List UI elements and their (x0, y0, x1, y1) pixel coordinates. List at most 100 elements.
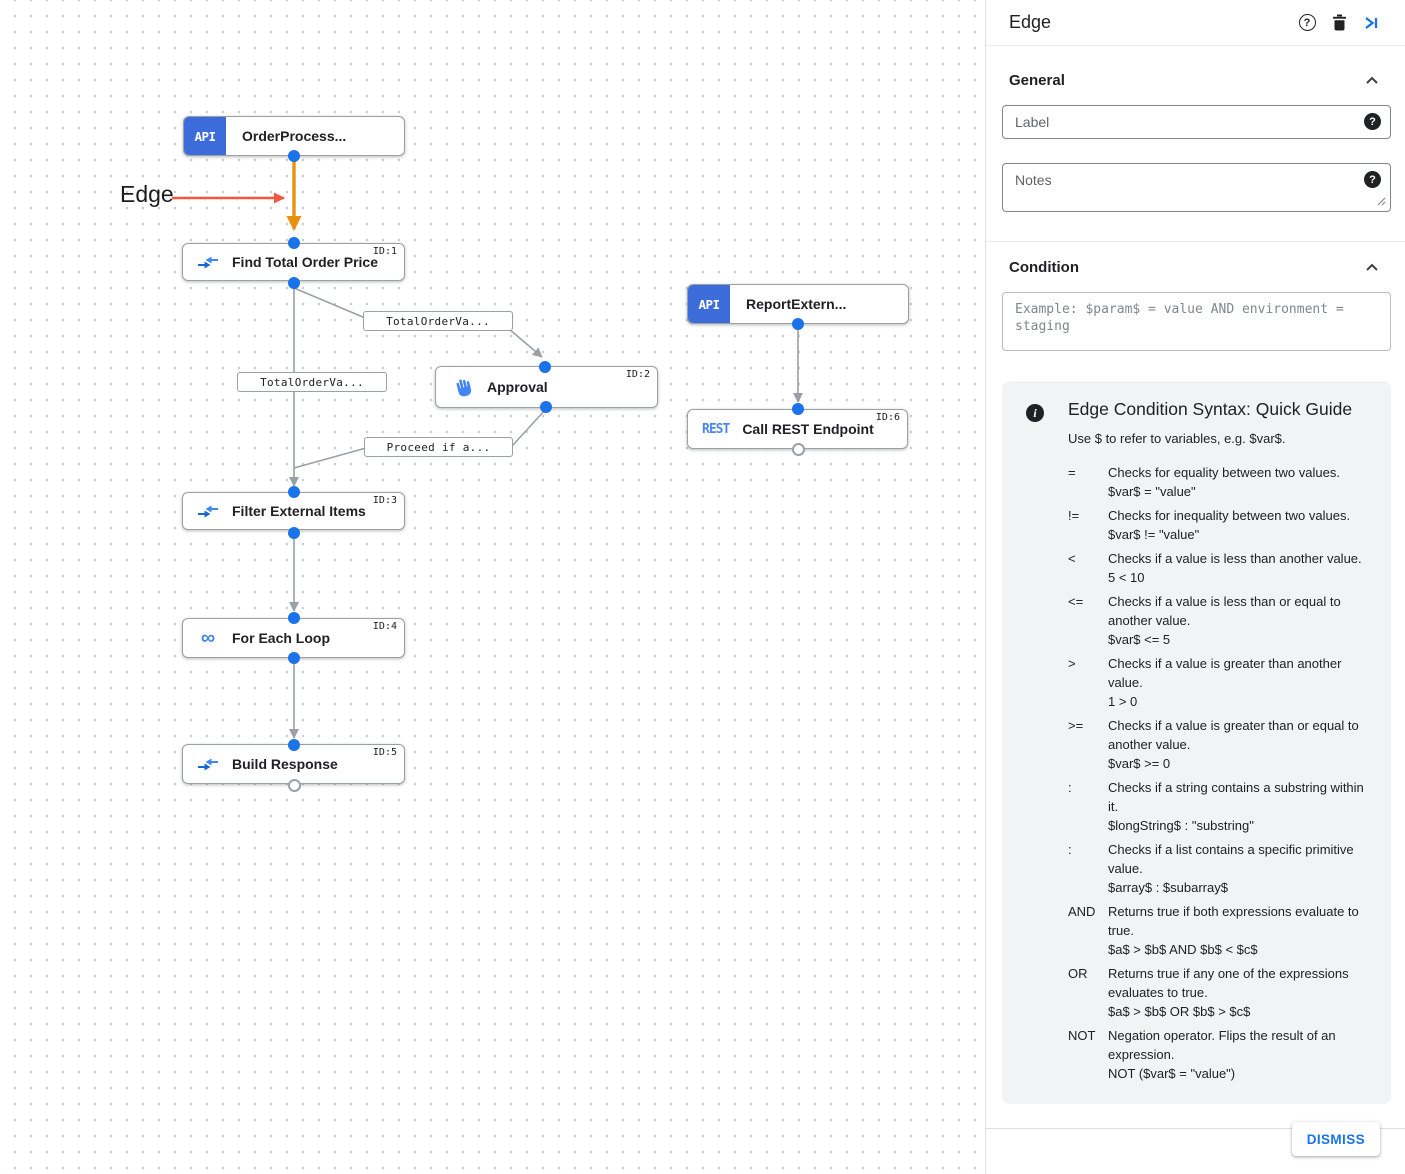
node-id-badge: ID:5 (372, 747, 397, 758)
guide-operator: AND (1068, 904, 1096, 919)
divider (986, 45, 1405, 46)
connection-port[interactable] (539, 361, 551, 373)
guide-example: 1 > 0 (1108, 694, 1138, 709)
guide-example: $array$ : $subarray$ (1108, 880, 1228, 895)
guide-desc: Checks if a value is greater than anothe… (1108, 656, 1342, 690)
data-mapping-icon (197, 758, 219, 771)
node-label: Filter External Items (232, 503, 366, 519)
connection-port-end[interactable] (288, 779, 301, 792)
connection-port-end[interactable] (792, 443, 805, 456)
guide-row: != Checks for inequality between two val… (1068, 506, 1377, 544)
guide-operator: NOT (1068, 1028, 1096, 1043)
guide-row: : Checks if a list contains a specific p… (1068, 840, 1377, 897)
loop-icon: ∞ (197, 628, 219, 648)
guide-desc: Returns true if any one of the expressio… (1108, 966, 1349, 1000)
connection-port[interactable] (288, 612, 300, 624)
general-section-header: General (1002, 72, 1391, 89)
connection-port[interactable] (288, 527, 300, 539)
connection-port[interactable] (792, 403, 804, 415)
edge-label[interactable]: TotalOrderVa... (363, 311, 513, 331)
guide-example: $a$ > $b$ AND $b$ < $c$ (1108, 942, 1258, 957)
guide-operator: = (1068, 465, 1076, 480)
connection-port[interactable] (792, 318, 804, 330)
delete-edge-button[interactable] (1323, 7, 1355, 39)
collapse-condition-button[interactable] (1361, 259, 1383, 276)
help-button[interactable]: ? (1291, 7, 1323, 39)
guide-title: Edge Condition Syntax: Quick Guide (1068, 399, 1353, 419)
guide-row: OR Returns true if any one of the expres… (1068, 964, 1377, 1021)
edge-label[interactable]: TotalOrderVa... (237, 372, 387, 392)
edge-label[interactable]: Proceed if a... (364, 437, 513, 457)
guide-row: >= Checks if a value is greater than or … (1068, 716, 1377, 773)
connection-port[interactable] (288, 277, 300, 289)
guide-row: > Checks if a value is greater than anot… (1068, 654, 1377, 711)
condition-syntax-guide: i Edge Condition Syntax: Quick Guide Use… (1002, 381, 1391, 1104)
node-label: Call REST Endpoint (742, 421, 874, 437)
collapse-general-button[interactable] (1361, 72, 1383, 89)
api-icon-text: API (698, 296, 720, 312)
approval-hand-icon (452, 378, 474, 397)
guide-example: $var$ != "value" (1108, 527, 1200, 542)
guide-example: NOT ($var$ = "value") (1108, 1066, 1236, 1081)
guide-row: < Checks if a value is less than another… (1068, 549, 1377, 587)
node-orderprocess-trigger[interactable]: API OrderProcess... (183, 116, 405, 156)
section-title: General (1009, 72, 1065, 89)
node-reportextern-trigger[interactable]: API ReportExtern... (687, 284, 909, 324)
guide-example: $var$ <= 5 (1108, 632, 1171, 647)
condition-input[interactable] (1002, 292, 1391, 351)
guide-example: $a$ > $b$ OR $b$ > $c$ (1108, 1004, 1251, 1019)
guide-operator: : (1068, 842, 1072, 857)
label-help-icon[interactable]: ? (1364, 113, 1381, 130)
node-id-badge: ID:3 (372, 495, 397, 506)
chevron-up-icon (1366, 76, 1378, 84)
label-field-wrap: ? (1002, 105, 1391, 139)
node-label: OrderProcess... (242, 128, 347, 144)
workflow-canvas[interactable]: TotalOrderVa... TotalOrderVa... Proceed … (0, 0, 985, 1174)
condition-field-wrap (1002, 292, 1391, 356)
node-id-badge: ID:6 (875, 412, 900, 423)
node-id-badge: ID:1 (372, 246, 397, 257)
panel-header: Edge ? (986, 0, 1405, 45)
guide-operator: : (1068, 780, 1072, 795)
guide-desc: Checks if a value is less than or equal … (1108, 594, 1341, 628)
guide-operator: < (1068, 551, 1076, 566)
trash-icon (1332, 14, 1346, 31)
guide-desc: Checks for inequality between two values… (1108, 508, 1351, 523)
panel-footer: DISMISS (986, 1122, 1405, 1174)
guide-desc: Checks if a string contains a substring … (1108, 780, 1364, 814)
collapse-panel-button[interactable] (1355, 7, 1387, 39)
notes-field-wrap: ? (1002, 163, 1391, 217)
connection-port[interactable] (288, 739, 300, 751)
notes-help-icon[interactable]: ? (1364, 171, 1381, 188)
help-icon: ? (1298, 14, 1316, 31)
condition-section: Condition i Edge Condition Syntax: Quick… (986, 242, 1405, 1104)
connection-port[interactable] (288, 150, 300, 162)
guide-subtitle: Use $ to refer to variables, e.g. $var$. (1068, 431, 1286, 446)
connection-port[interactable] (288, 237, 300, 249)
data-mapping-icon (197, 256, 219, 269)
api-trigger-icon: API (184, 117, 226, 155)
node-label: Build Response (232, 756, 338, 772)
notes-input[interactable] (1002, 163, 1391, 212)
resize-handle-icon[interactable] (1377, 193, 1386, 211)
node-label: Find Total Order Price (232, 254, 378, 270)
label-input[interactable] (1002, 105, 1391, 139)
guide-row: NOT Negation operator. Flips the result … (1068, 1026, 1377, 1083)
rest-icon: REST (702, 422, 730, 437)
api-icon-text: API (194, 128, 216, 144)
dismiss-button[interactable]: DISMISS (1291, 1122, 1380, 1156)
connection-port[interactable] (540, 401, 552, 413)
node-for-each-loop[interactable]: ID:4 ∞ For Each Loop (182, 618, 405, 658)
guide-row: <= Checks if a value is less than or equ… (1068, 592, 1377, 649)
guide-example: $var$ >= 0 (1108, 756, 1171, 771)
guide-header: i Edge Condition Syntax: Quick Guide (1026, 399, 1377, 422)
guide-example: $longString$ : "substring" (1108, 818, 1254, 833)
edge-annotation-label: Edge (120, 181, 174, 207)
guide-operator: != (1068, 508, 1080, 523)
guide-operator: > (1068, 656, 1076, 671)
connection-port[interactable] (288, 486, 300, 498)
connection-port[interactable] (288, 652, 300, 664)
section-title: Condition (1009, 259, 1079, 276)
guide-desc: Checks if a value is less than another v… (1108, 551, 1362, 566)
